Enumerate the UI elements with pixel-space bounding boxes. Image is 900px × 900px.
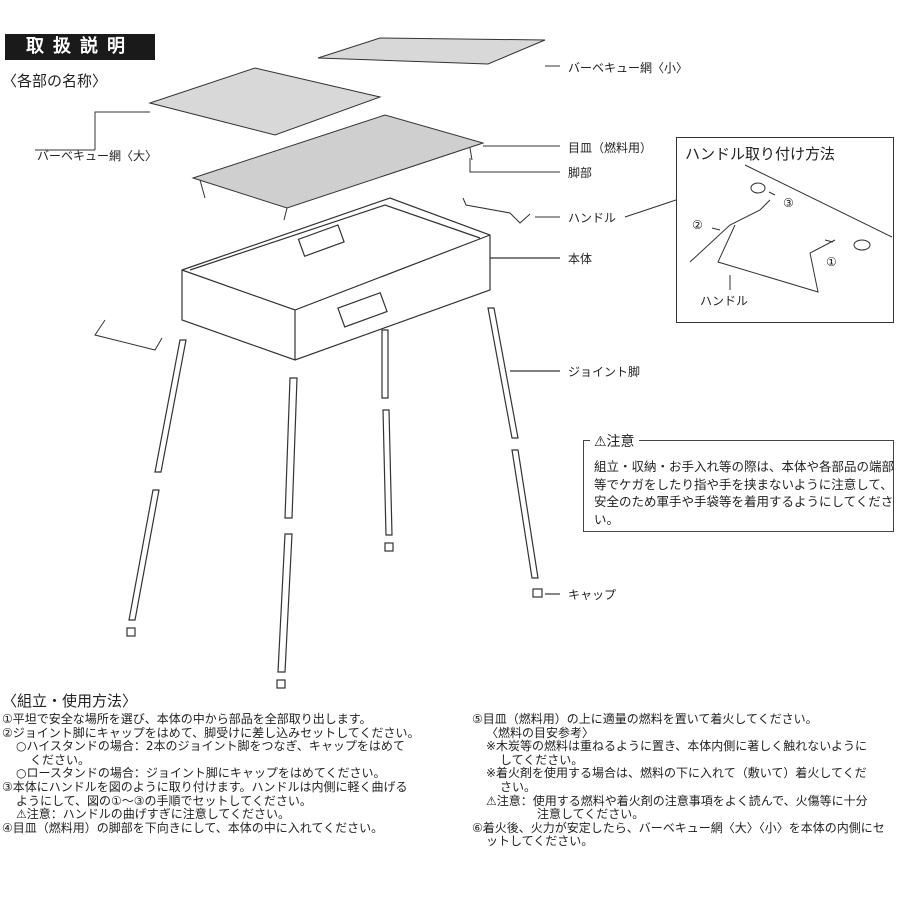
step-line: ③本体にハンドルを図のように取り付けます。ハンドルは内側に軽く曲げる: [2, 779, 408, 794]
step-line: ○ハイスタンドの場合：2本のジョイント脚をつなぎ、キャップをはめて: [16, 739, 405, 754]
grill-net-small-drawing: [317, 37, 560, 67]
step-line: 〈燃料の目安参考〉: [486, 725, 595, 740]
assembly-left-column: ①平坦で安全な場所を選び、本体の中から部品を全部取り出します。 ②ジョイント脚に…: [2, 712, 420, 835]
step-line: ④目皿（燃料用）の脚部を下向きにして、本体の中に入れてください。: [2, 820, 384, 835]
inset-handle-label: ハンドル: [700, 294, 749, 308]
step-line: ②ジョイント脚にキャップをはめて、脚受けに差し込みセットしてください。: [2, 725, 420, 740]
body-drawing: [181, 197, 560, 361]
step-line: 注意してください。: [537, 807, 645, 822]
label-joint-leg: ジョイント脚: [568, 365, 641, 379]
label-body: 本体: [568, 252, 593, 266]
step-line: ⑥着火後、火力が安定したら、バーベキュー網〈大〉〈小〉を本体の内側にセ: [472, 820, 885, 835]
step-line: ⚠注意：ハンドルの曲げすぎに注意してください。: [16, 807, 291, 822]
handle-drawing: [94, 197, 560, 351]
assembly-right-column: ⑤目皿（燃料用）の上に適量の燃料を置いて着火してください。 〈燃料の目安参考〉 …: [472, 712, 885, 849]
step-line: ①平坦で安全な場所を選び、本体の中から部品を全部取り出します。: [2, 712, 372, 726]
step-line: ○ロースタンドの場合：ジョイント脚にキャップをはめてください。: [16, 766, 386, 781]
step-3-marker: ③: [783, 196, 794, 210]
step-line: ットしてください。: [486, 834, 594, 849]
step-1-marker: ①: [826, 255, 837, 269]
step-line: ⚠注意：使用する燃料や着火剤の注意事項をよく読んで、火傷等に十分: [486, 793, 868, 808]
label-cap: キャップ: [568, 588, 617, 602]
handle-attach-inset: [676, 137, 894, 323]
caution-title: ⚠注意: [590, 431, 639, 451]
parts-heading: 〈各部の名称〉: [2, 72, 108, 90]
caution-body: 組立・収納・お手入れ等の際は、本体や各部品の端部等でケガをしたり指や手を挟まない…: [594, 459, 895, 527]
handle-attach-drawing: [689, 164, 893, 293]
step-line: ようにして、図の①～③の手順でセットしてください。: [16, 793, 312, 808]
step-line: してください。: [500, 752, 584, 767]
label-fuel-plate: 目皿（燃料用）: [568, 141, 653, 155]
manual-title: 取扱説明: [5, 34, 155, 60]
step-line: ください。: [30, 752, 91, 767]
inset-title: ハンドル取り付け方法: [685, 145, 836, 163]
step-line: ※着火剤を使用する場合は、燃料の下に入れて（敷いて）着火してくだ: [486, 766, 867, 781]
step-2-marker: ②: [692, 218, 703, 232]
label-grill-net-small: バーベキュー網〈小〉: [568, 61, 689, 75]
label-grill-net-large: バーベキュー網〈大〉: [37, 149, 158, 163]
fuel-plate-drawing: [191, 114, 560, 221]
step-line: ⑤目皿（燃料用）の上に適量の燃料を置いて着火してください。: [472, 712, 818, 726]
caution-box: [583, 440, 894, 532]
step-line: ※木炭等の燃料は重ねるように置き、本体内側に著しく触れないように: [486, 739, 867, 754]
step-line: さい。: [500, 779, 537, 794]
grill-net-large-drawing: [35, 67, 382, 151]
assembly-heading: 〈組立・使用方法〉: [2, 692, 138, 710]
label-handle: ハンドル: [568, 211, 617, 225]
label-legs: 脚部: [568, 166, 593, 180]
joint-legs-drawing: [126, 307, 560, 689]
